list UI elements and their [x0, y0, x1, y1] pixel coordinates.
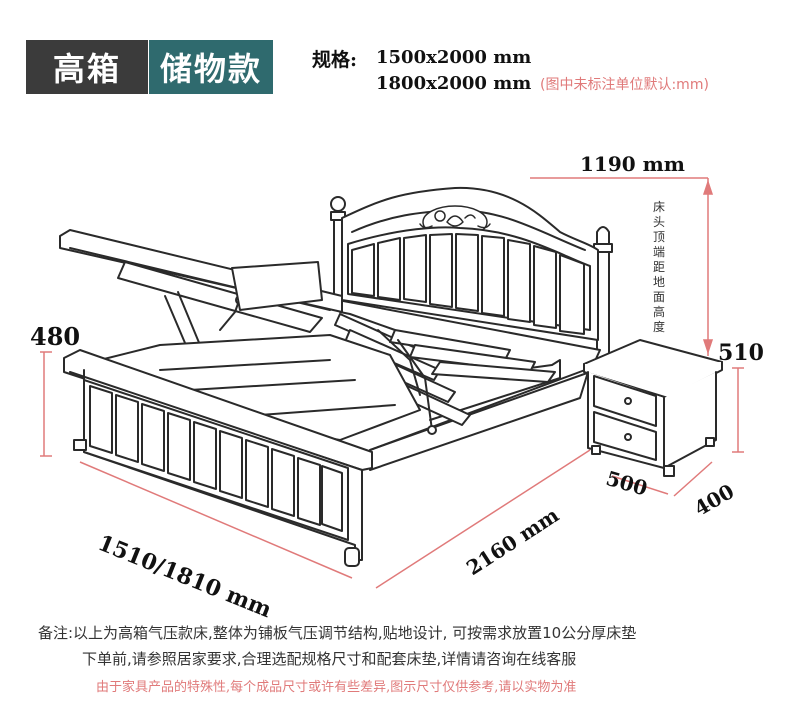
- unit-note: (图中未标注单位默认:mm): [540, 77, 709, 93]
- dim-footboard-height: 480: [30, 322, 81, 351]
- disclaimer: 由于家具产品的特殊性,每个成品尺寸或许有些差异,图示尺寸仅供参考,请以实物为准: [96, 680, 577, 695]
- badge-storage-style: 储物款: [149, 40, 273, 94]
- dim-nightstand-height: 510: [718, 340, 764, 366]
- note-line-1: 备注:以上为高箱气压款床,整体为铺板气压调节结构,贴地设计, 可按需求放置10公…: [38, 624, 637, 642]
- footboard: [63, 349, 373, 567]
- dim-headboard-height: 1190 mm: [580, 152, 685, 176]
- dim-headboard-note: 床头顶端距地面高度: [650, 200, 668, 335]
- dimension-lines: [40, 177, 744, 589]
- badge-high-box: 高箱: [26, 40, 148, 94]
- note-line-2: 下单前,请参照居家要求,合理选配规格尺寸和配套床垫,详情请咨询在线客服: [82, 650, 577, 668]
- spec-label: 规格:: [312, 49, 358, 71]
- nightstand: [583, 339, 723, 477]
- spec-size-2: 1800x2000 mm: [376, 73, 532, 94]
- spec-size-1: 1500x2000 mm: [376, 47, 532, 68]
